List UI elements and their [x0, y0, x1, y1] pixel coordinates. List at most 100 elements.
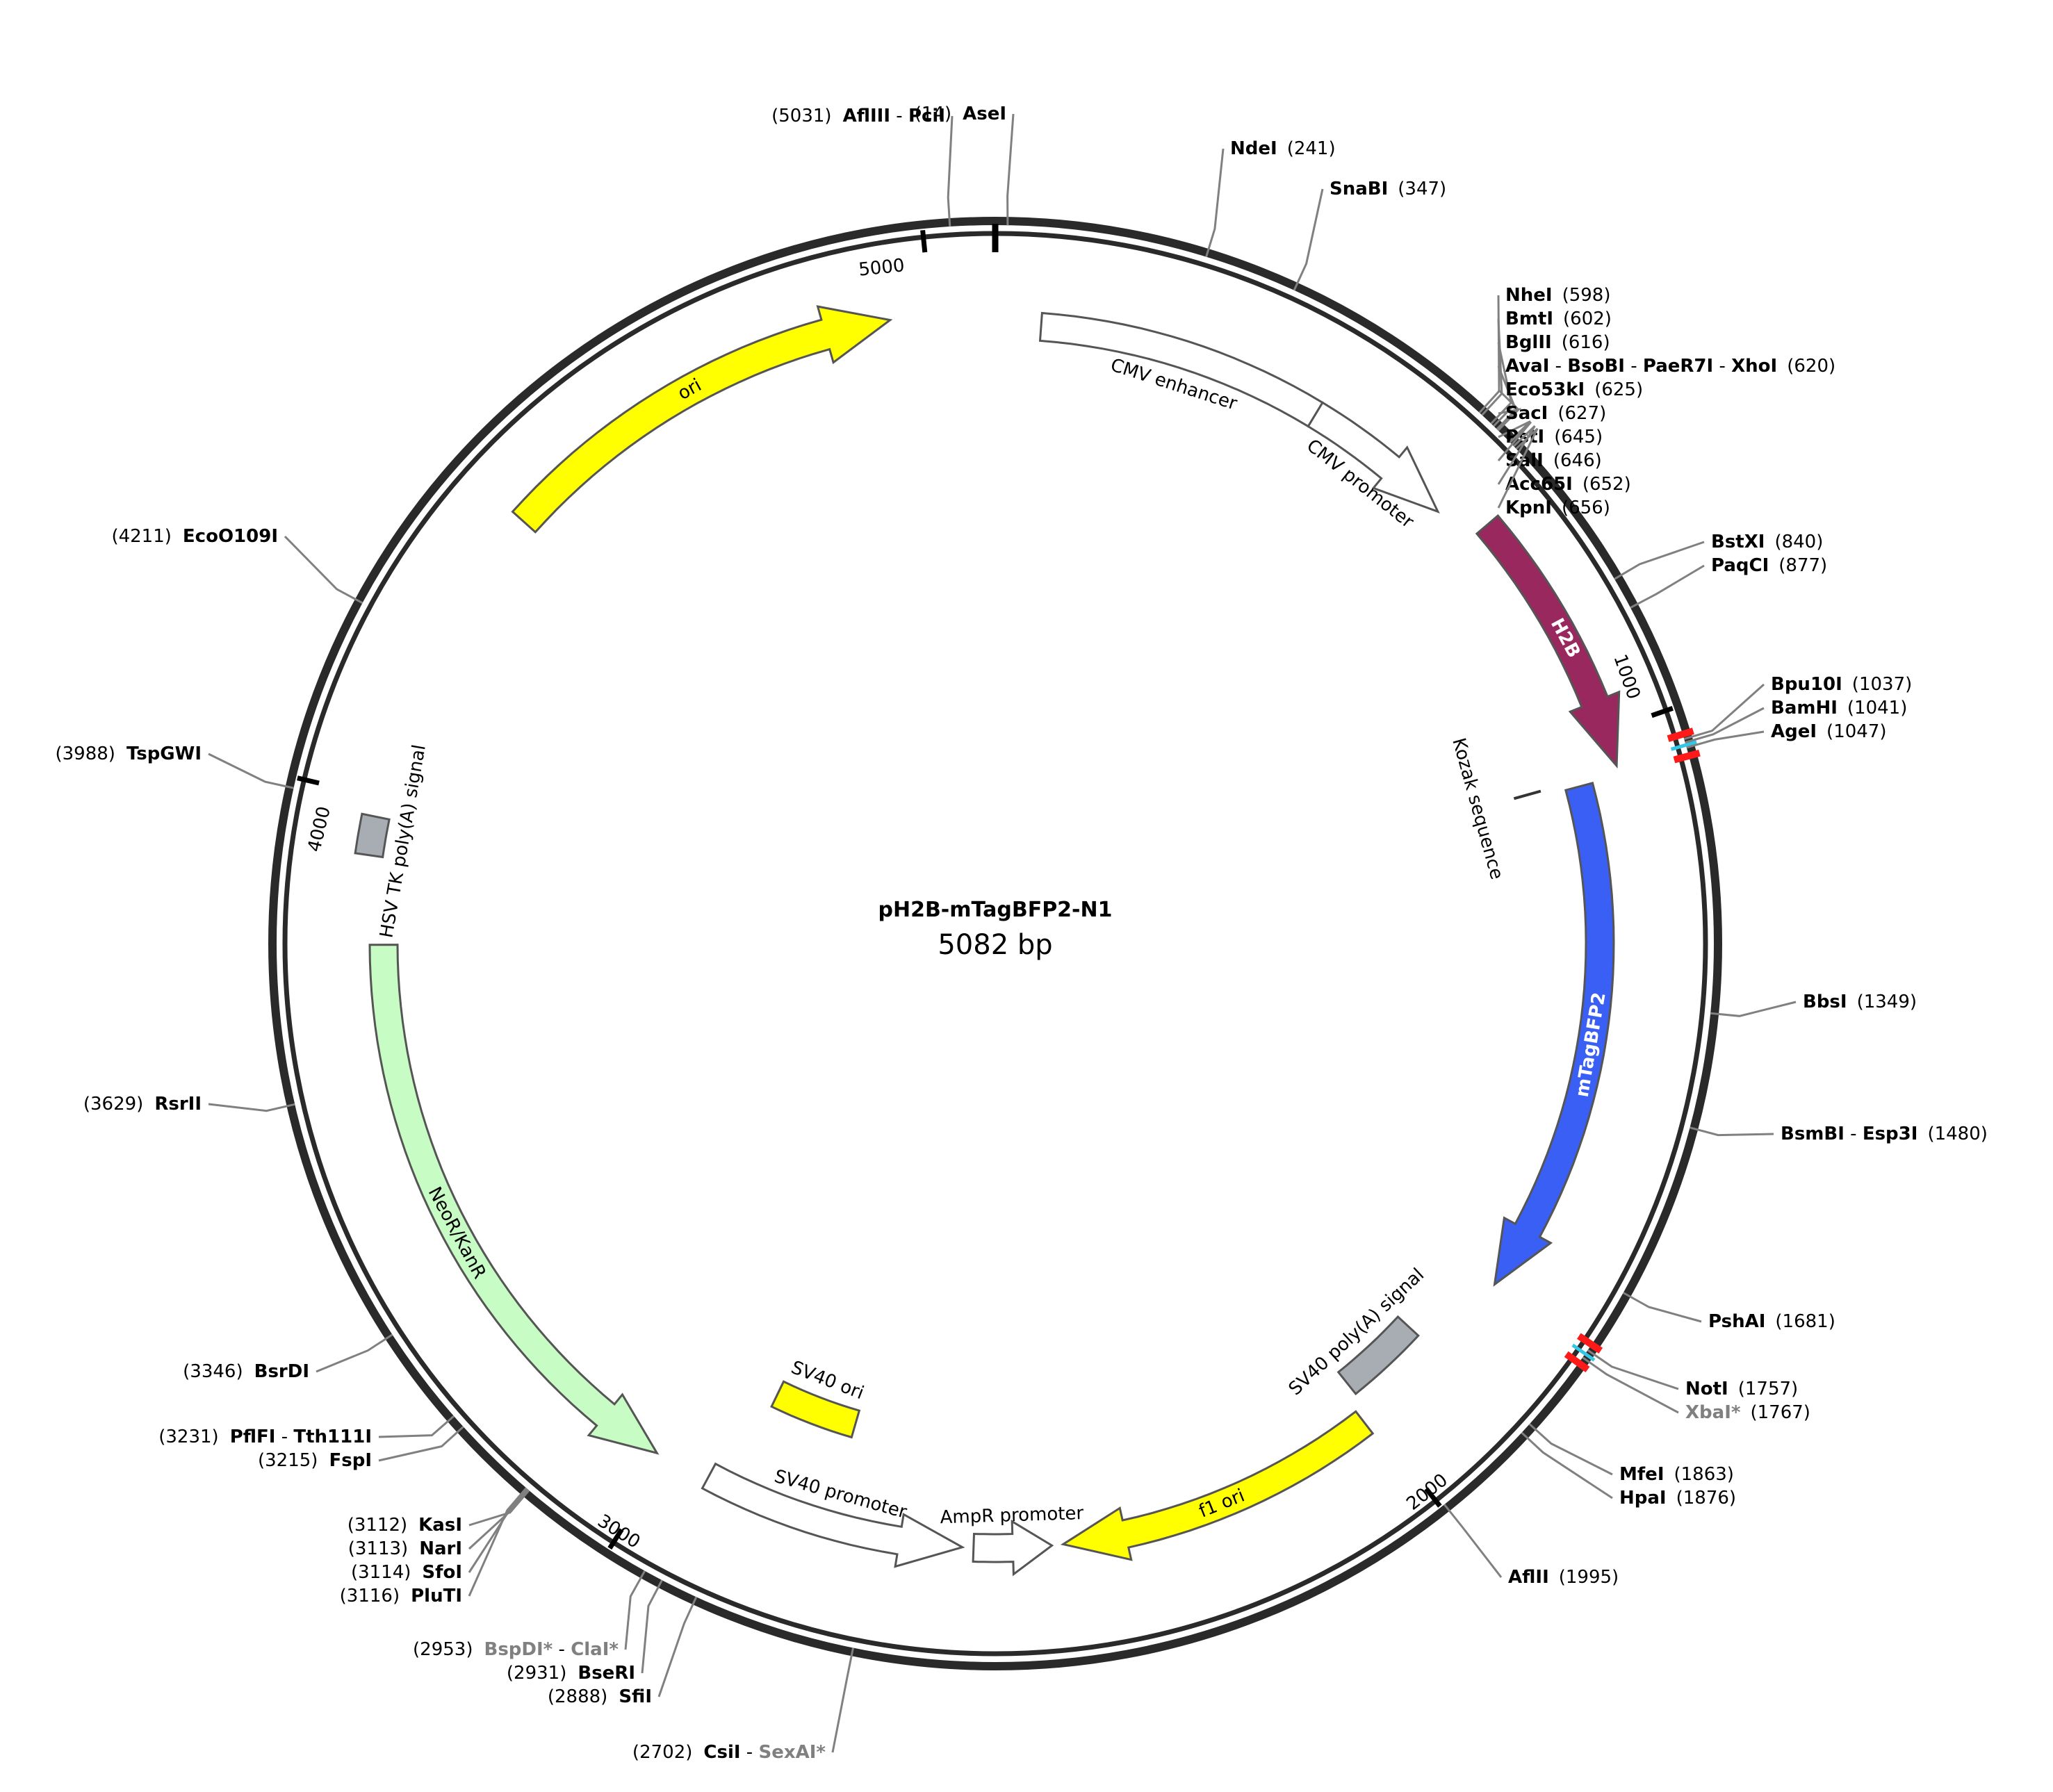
- site-leader: [1521, 1431, 1613, 1499]
- site-enzyme-name: Eco53kI: [1505, 379, 1585, 400]
- site-leader: [831, 1647, 854, 1753]
- feature-shape: [1307, 401, 1440, 513]
- site-sfii: (2888)SfiI: [548, 1596, 698, 1707]
- site-enzyme-name: NheI: [1505, 285, 1553, 306]
- site-position: (1047): [1826, 721, 1886, 742]
- site-label: Bpu10I(1037): [1771, 674, 1912, 695]
- site-xbai: XbaI*(1767): [1582, 1356, 1810, 1423]
- site-enzyme-name: CsiI: [703, 1742, 740, 1763]
- site-leader: [947, 115, 954, 227]
- site-leader: [378, 1415, 455, 1438]
- site-label: SnaBI(347): [1330, 179, 1446, 199]
- site-label: AgeI(1047): [1771, 721, 1887, 742]
- site-position: (3215): [258, 1450, 318, 1471]
- site-enzyme-name: SfoI: [422, 1562, 462, 1583]
- site-label: KpnI(656): [1505, 498, 1610, 518]
- site-sfoi: (3114) SfoI: [351, 1488, 529, 1583]
- tick-mark-2000: [1424, 1487, 1442, 1508]
- site-leader: [1478, 295, 1500, 414]
- site-label: (5031)AflIII - PciI: [771, 106, 945, 126]
- site-mfei: MfeI(1863): [1528, 1423, 1734, 1485]
- site-separator: -: [1625, 356, 1643, 377]
- site-bseri: (2931)BseRI: [507, 1579, 663, 1684]
- site-position: (241): [1287, 138, 1336, 159]
- site-position: (3114): [351, 1562, 411, 1583]
- site-position: (1480): [1927, 1124, 1987, 1144]
- site-aflii: AflII(1995): [1443, 1504, 1619, 1588]
- site-enzyme-name: XhoI: [1731, 356, 1777, 377]
- site-separator: -: [1845, 1124, 1863, 1144]
- site-position: (625): [1594, 379, 1643, 400]
- site-bpu10i: Bpu10I(1037): [1683, 674, 1912, 741]
- plasmid-name: pH2B-mTagBFP2-N1: [878, 898, 1112, 922]
- tick-label-5000: 5000: [858, 255, 906, 281]
- site-enzyme-name: AseI: [963, 104, 1006, 124]
- site-position: (652): [1582, 474, 1631, 495]
- feature-shape: [972, 1519, 1054, 1577]
- site-enzyme-name: NotI: [1685, 1379, 1728, 1399]
- site-label: Acc65I(652): [1505, 474, 1631, 495]
- tick-mark-3000: [607, 1528, 624, 1550]
- site-label: (3988)TspGWI: [55, 743, 202, 764]
- site-avai: AvaI - BsoBI - PaeR7I - XhoI(620): [1493, 356, 1835, 427]
- site-leader: [657, 1596, 698, 1698]
- site-leader: [208, 1103, 295, 1112]
- site-label: PaqCI(877): [1711, 555, 1827, 576]
- site-leader: [468, 1487, 527, 1597]
- site-tspgwi: (3988)TspGWI: [55, 743, 294, 789]
- site-enzyme-name: ClaI*: [571, 1639, 619, 1660]
- site-pflfi: (3231)PflFI - Tth111I: [158, 1415, 455, 1447]
- cut-marker-agei: [1667, 728, 1701, 764]
- feature-shape: [1060, 1410, 1375, 1561]
- cut-marker-noti-xbai: [1564, 1333, 1603, 1373]
- site-leader: [1497, 421, 1532, 461]
- site-position: (3988): [55, 743, 115, 764]
- site-enzyme-name: BbsI: [1803, 992, 1847, 1012]
- site-agei: AgeI(1047): [1686, 721, 1887, 749]
- site-leader: [1683, 683, 1765, 741]
- site-position: (602): [1563, 309, 1612, 329]
- site-bsmbi: BsmBI - Esp3I(1480): [1690, 1124, 1988, 1144]
- site-enzyme-name: PciI: [908, 106, 945, 126]
- site-enzyme-name: EcoO109I: [183, 526, 278, 547]
- feature-label: AmpR promoter: [940, 1503, 1084, 1528]
- tick-label-4000: 4000: [304, 805, 335, 854]
- site-label: PshAI(1681): [1708, 1311, 1835, 1332]
- backbone-outer-strand: [268, 217, 1722, 1670]
- site-label: (3116)PluTI: [340, 1586, 462, 1606]
- site-leader: [1690, 1126, 1774, 1137]
- site-leader: [468, 1488, 529, 1573]
- site-label: (3113)NarI: [348, 1538, 462, 1559]
- site-leader: [1205, 148, 1225, 258]
- site-enzyme-name: RsrII: [154, 1094, 202, 1115]
- tick-mark-4000: [297, 775, 320, 786]
- site-ecoo109i: (4211)EcoO109I: [111, 526, 363, 605]
- feature-shape: [1038, 311, 1325, 428]
- site-label: (4211)EcoO109I: [111, 526, 278, 547]
- site-label: Eco53kI (625): [1505, 379, 1643, 400]
- site-label: BsmBI - Esp3I(1480): [1781, 1124, 1988, 1144]
- site-position: (646): [1553, 450, 1602, 471]
- site-separator: -: [275, 1427, 293, 1447]
- site-hpai: HpaI(1876): [1521, 1431, 1736, 1509]
- site-position: (3629): [83, 1094, 143, 1115]
- site-separator: -: [1713, 356, 1731, 377]
- site-enzyme-name: BstXI: [1711, 532, 1765, 552]
- site-leader: [378, 1426, 464, 1462]
- site-position: (645): [1554, 427, 1603, 447]
- site-bspdi: (2953)BspDI* - ClaI*: [413, 1570, 646, 1660]
- site-position: (1767): [1750, 1402, 1810, 1423]
- site-snabi: SnaBI(347): [1293, 179, 1446, 291]
- site-separator: -: [890, 106, 908, 126]
- site-label: BbsI(1349): [1803, 992, 1917, 1012]
- site-position: (2953): [413, 1639, 473, 1660]
- feature-cmv-promoter: CMV promoter: [1302, 401, 1440, 533]
- feature-shape: [701, 1462, 965, 1568]
- site-separator: -: [553, 1639, 571, 1660]
- feature-f1-ori: f1 ori: [1060, 1410, 1375, 1561]
- site-leader: [1622, 1292, 1702, 1323]
- feature-h2b: H2B: [1475, 513, 1621, 768]
- feature-label: NeoR/KanR: [424, 1183, 490, 1282]
- feature-shape: [368, 944, 660, 1455]
